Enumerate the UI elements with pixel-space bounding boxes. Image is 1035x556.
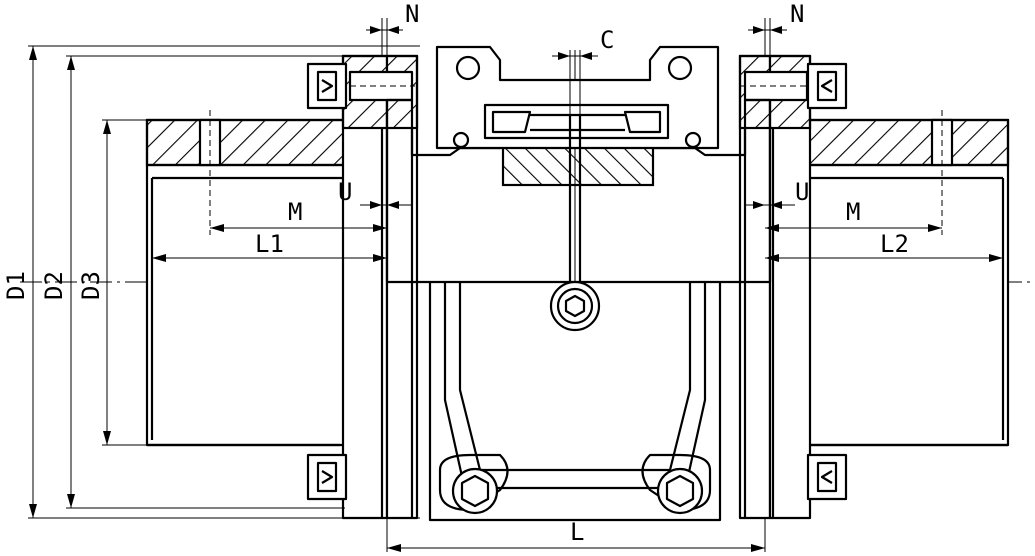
label-l1: L1 [255,230,284,258]
dimension-n-right [748,18,787,56]
label-u-left: U [338,178,352,206]
label-n-right: N [790,0,804,28]
dimension-u-right [745,201,795,209]
right-flange [738,54,825,520]
label-n-left: N [405,0,419,28]
label-d3: D3 [77,271,105,300]
center-body [385,45,772,284]
label-c: C [600,26,614,54]
lower-spacer [428,282,722,522]
dimension-n-left [366,18,403,56]
dimension-l [386,518,766,552]
label-u-right: U [795,178,809,206]
dimension-d1 [28,45,420,519]
dimension-d3 [102,119,150,446]
bolt-top-left [306,62,348,110]
center-pin [549,115,601,332]
dimension-m-left [210,224,387,232]
bolt-bottom-right [806,453,848,501]
label-m-right: M [846,198,860,226]
dimension-l2 [765,254,1003,262]
left-flange [330,54,419,520]
label-d2: D2 [40,271,68,300]
label-l2: L2 [880,230,909,258]
bolt-bottom-left [306,453,348,501]
bolt-top-right [806,62,848,110]
dimension-c [552,50,598,115]
dimension-d2 [66,55,345,509]
dimension-m-right [765,224,942,232]
dimension-l1 [152,254,387,262]
label-l: L [570,518,584,546]
label-m-left: M [288,198,302,226]
label-d1: D1 [2,271,30,300]
dimension-u-left [360,201,412,209]
